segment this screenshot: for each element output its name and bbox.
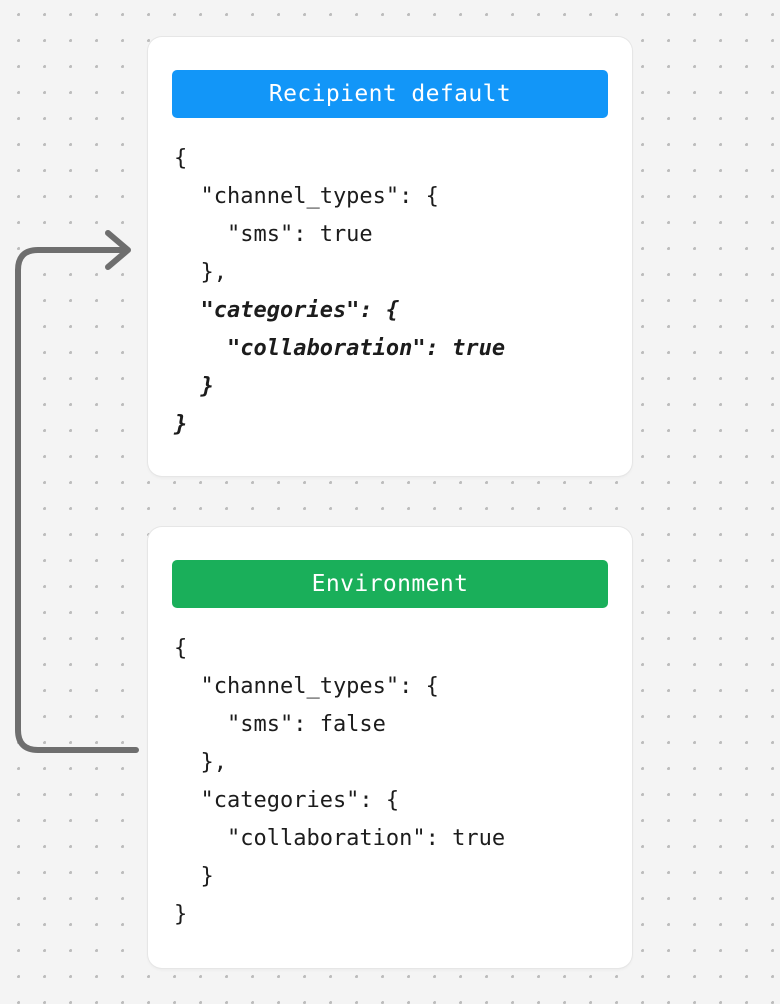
card-environment[interactable]: Environment { "channel_types": { "sms": … — [148, 527, 632, 968]
code-line: }, — [174, 260, 227, 285]
card-header-label: Environment — [311, 571, 469, 597]
code-line: } — [174, 374, 214, 399]
card-header-environment: Environment — [172, 560, 608, 608]
code-line: "collaboration": true — [174, 336, 506, 361]
code-line: }, — [174, 750, 227, 775]
json-code-block-environment: { "channel_types": { "sms": false }, "ca… — [172, 630, 608, 934]
code-line: "collaboration": true — [174, 826, 506, 851]
card-header-label: Recipient default — [268, 81, 512, 107]
code-line: } — [174, 864, 214, 889]
code-line: "channel_types": { — [174, 184, 439, 209]
card-recipient-default[interactable]: Recipient default { "channel_types": { "… — [148, 37, 632, 476]
card-header-recipient-default: Recipient default — [172, 70, 608, 118]
code-line: "categories": { — [174, 298, 400, 323]
json-code-block-recipient-default: { "channel_types": { "sms": true }, "cat… — [172, 140, 608, 444]
code-line: } — [174, 412, 188, 437]
code-line: { — [174, 636, 188, 661]
code-line: "channel_types": { — [174, 674, 439, 699]
code-line: } — [174, 902, 188, 927]
code-line: "sms": false — [174, 712, 386, 737]
code-line: { — [174, 146, 188, 171]
code-line: "categories": { — [174, 788, 400, 813]
code-line: "sms": true — [174, 222, 373, 247]
